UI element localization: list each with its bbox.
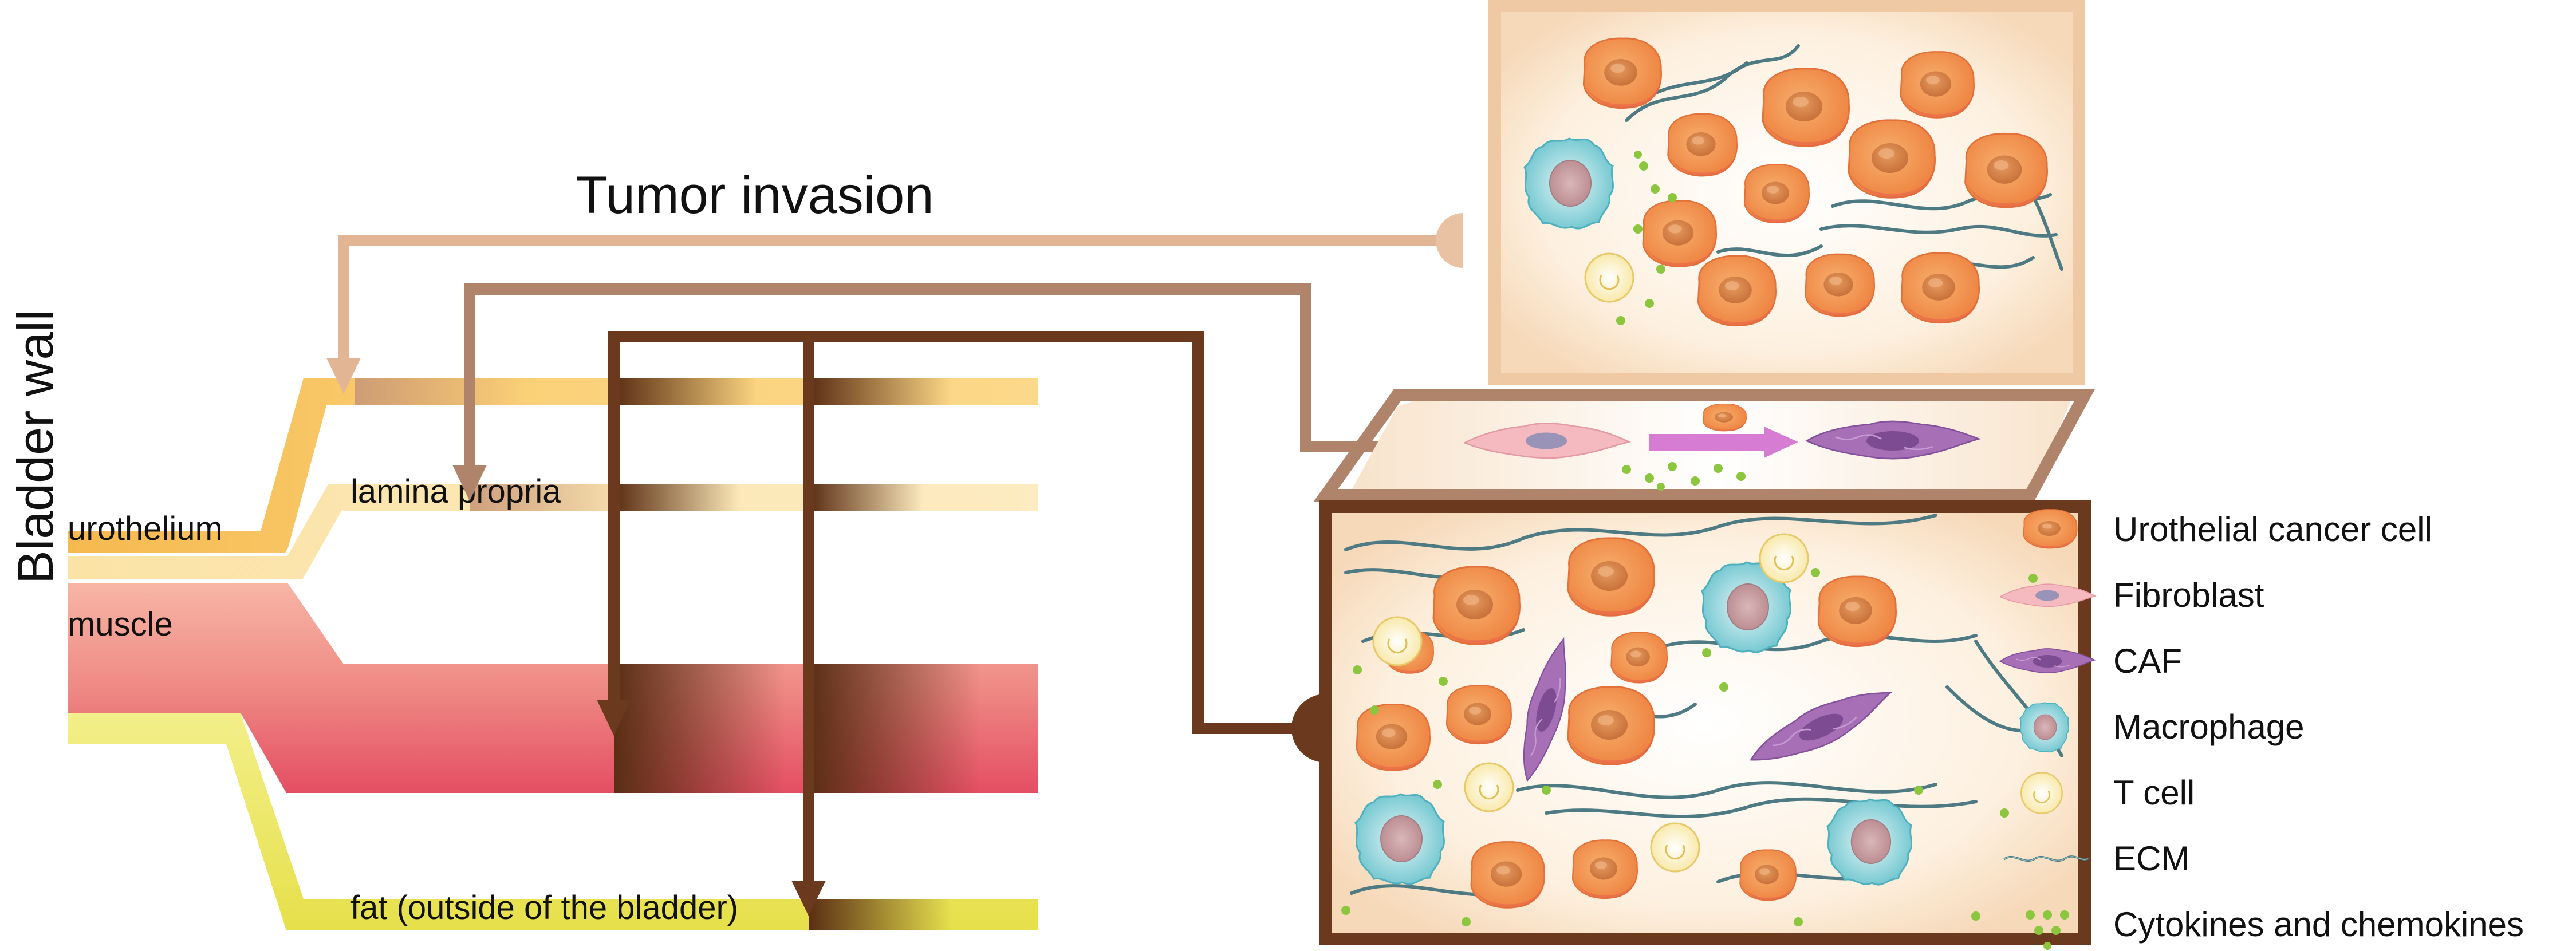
tumor-invasion-title: Tumor invasion	[576, 166, 934, 224]
svg-text:CAF: CAF	[2113, 642, 2182, 680]
lamina-propria-layer	[68, 484, 1038, 581]
muscle-label: muscle	[68, 606, 173, 643]
svg-text:ECM: ECM	[2113, 839, 2189, 878]
lamina-propria-label: lamina propria	[350, 473, 561, 510]
legend-item-caf: CAF	[1999, 642, 2182, 680]
t-cell-icon	[2020, 772, 2063, 814]
bladder-wall-label: Bladder wall	[7, 310, 64, 584]
urothelium-layer	[68, 378, 1038, 554]
urothelium-tissue-box	[1488, 0, 2085, 385]
cytokines-icon	[2026, 910, 2069, 950]
invasion-fades	[355, 378, 980, 930]
legend-item-t-cell: T cell	[2020, 772, 2195, 814]
svg-text:Macrophage: Macrophage	[2113, 708, 2305, 746]
muscle-tissue-box	[1319, 500, 2091, 945]
fat-label: fat (outside of the bladder)	[350, 889, 738, 926]
macrophage-icon	[2019, 702, 2069, 753]
legend-item-urothelial-cancer-cell: Urothelial cancer cell	[2023, 508, 2432, 549]
legend: Urothelial cancer cell Fibroblast CAF Ma…	[1999, 508, 2524, 950]
lamina-propria-tissue-slab	[1313, 389, 2096, 502]
legend-item-macrophage: Macrophage	[2019, 702, 2305, 753]
legend-item-cytokines-and-chemokines: Cytokines and chemokines	[2026, 905, 2524, 950]
legend-item-fibroblast: Fibroblast	[1999, 576, 2264, 614]
arrow-to-muscle-and-fat	[597, 331, 1326, 916]
svg-text:Cytokines and chemokines: Cytokines and chemokines	[2113, 905, 2524, 944]
bladder-layers	[68, 378, 1038, 930]
svg-text:T cell: T cell	[2113, 774, 2195, 812]
svg-text:Urothelial cancer cell: Urothelial cancer cell	[2113, 510, 2432, 548]
svg-text:Fibroblast: Fibroblast	[2113, 576, 2264, 614]
muscle-layer	[68, 581, 1038, 793]
urothelium-label: urothelium	[68, 510, 223, 547]
legend-item-ecm: ECM	[2003, 839, 2189, 878]
urothelial-cancer-cell-icon	[2023, 508, 2078, 549]
arrow-to-urothelium	[326, 213, 1463, 394]
